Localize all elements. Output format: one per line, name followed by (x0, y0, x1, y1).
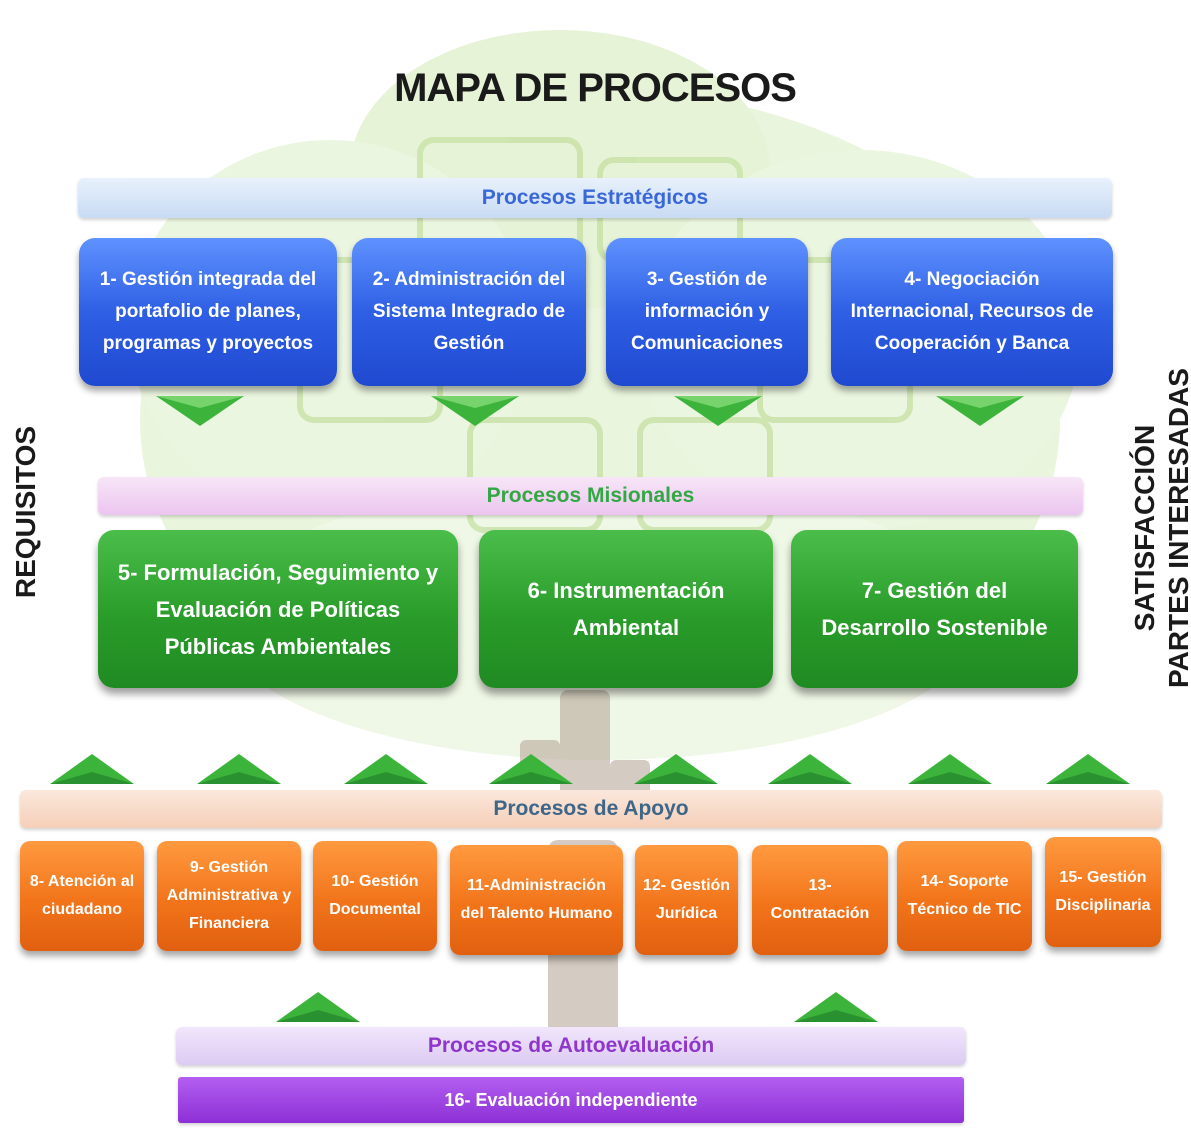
arrow-up-icon (197, 754, 281, 784)
arrow-down-icon (156, 396, 244, 426)
proceso-16[interactable]: 16- Evaluación independiente (178, 1077, 964, 1123)
band-procesos-misionales: Procesos Misionales (98, 477, 1083, 515)
proceso-14[interactable]: 14- Soporte Técnico de TIC (897, 841, 1032, 951)
arrow-up-icon (50, 754, 134, 784)
arrow-up-icon (794, 992, 878, 1022)
proceso-4[interactable]: 4- Negociación Internacional, Recursos d… (831, 238, 1113, 386)
band-procesos-apoyo: Procesos de Apoyo (20, 790, 1162, 828)
arrow-up-icon (344, 754, 428, 784)
satisfaccion-line-2: PARTES INTERESADAS (1163, 368, 1191, 688)
proceso-13[interactable]: 13- Contratación (752, 845, 888, 955)
proceso-1[interactable]: 1- Gestión integrada del portafolio de p… (79, 238, 337, 386)
proceso-15[interactable]: 15- Gestión Disciplinaria (1045, 837, 1161, 947)
proceso-12[interactable]: 12- Gestión Jurídica (635, 845, 738, 955)
proceso-8[interactable]: 8- Atención al ciudadano (20, 841, 144, 951)
arrow-down-icon (431, 396, 519, 426)
proceso-9[interactable]: 9- Gestión Administrativa y Financiera (157, 841, 301, 951)
satisfaccion-line-1: SATISFACCIÓN (1129, 424, 1160, 632)
proceso-6[interactable]: 6- Instrumentación Ambiental (479, 530, 773, 688)
proceso-5[interactable]: 5- Formulación, Seguimiento y Evaluación… (98, 530, 458, 688)
arrow-up-icon (768, 754, 852, 784)
band-procesos-autoevaluacion: Procesos de Autoevaluación (176, 1027, 966, 1065)
page-title: MAPA DE PROCESOS (394, 66, 797, 110)
arrow-up-icon (489, 754, 573, 784)
proceso-7[interactable]: 7- Gestión del Desarrollo Sostenible (791, 530, 1078, 688)
band-procesos-estrategicos: Procesos Estratégicos (78, 178, 1112, 218)
arrow-down-icon (674, 396, 762, 426)
arrow-down-icon (936, 396, 1024, 426)
proceso-2[interactable]: 2- Administración del Sistema Integrado … (352, 238, 586, 386)
arrow-up-icon (276, 992, 360, 1022)
satisfaccion-label: SATISFACCIÓN PARTES INTERESADAS (1128, 368, 1191, 688)
proceso-3[interactable]: 3- Gestión de información y Comunicacion… (606, 238, 808, 386)
arrow-up-icon (634, 754, 718, 784)
arrow-up-icon (908, 754, 992, 784)
requisitos-label: REQUISITOS (10, 425, 41, 599)
arrow-up-icon (1046, 754, 1130, 784)
proceso-11[interactable]: 11-Administración del Talento Humano (450, 845, 623, 955)
proceso-10[interactable]: 10- Gestión Documental (313, 841, 437, 951)
